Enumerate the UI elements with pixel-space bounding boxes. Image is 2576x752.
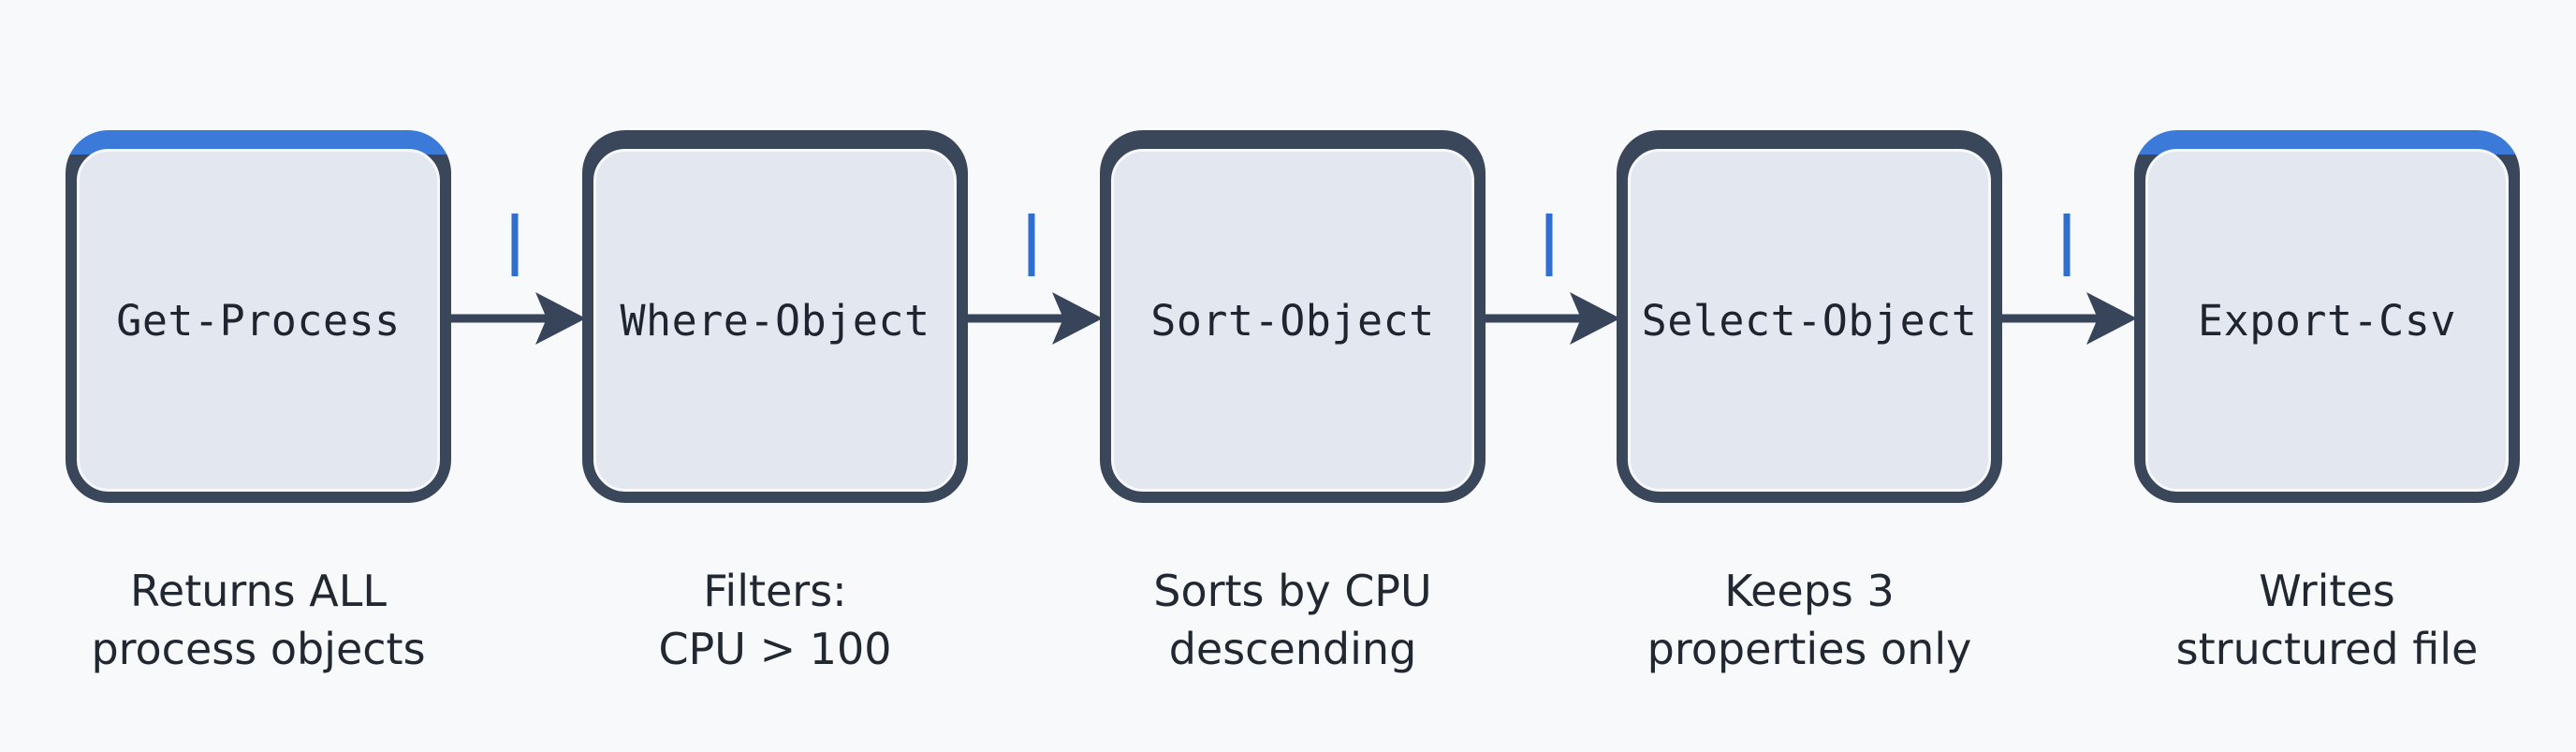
description-line-1: Filters: (703, 566, 847, 616)
connector-4 (2002, 214, 2137, 345)
arrow-head (1052, 292, 1103, 345)
step-description: Writes structured file (2069, 562, 2576, 678)
command-label: Export-Csv (2198, 295, 2456, 346)
description-line-2: process objects (91, 624, 426, 674)
command-box-inner: Export-Csv (2145, 149, 2509, 492)
description-line-2: CPU > 100 (658, 624, 892, 674)
command-box: Get-Process (66, 130, 451, 503)
command-label: Get-Process (116, 295, 401, 346)
command-box: Where-Object (582, 130, 968, 503)
connector-3 (1486, 214, 1620, 345)
command-label: Select-Object (1641, 295, 1978, 346)
description-line-2: properties only (1647, 624, 1972, 674)
step-description: Filters: CPU > 100 (517, 562, 1033, 678)
command-box-inner: Sort-Object (1111, 149, 1474, 492)
description-line-1: Keeps 3 (1724, 566, 1895, 616)
command-box-inner: Select-Object (1628, 149, 1991, 492)
description-line-1: Writes (2259, 566, 2395, 616)
command-label: Where-Object (620, 295, 930, 346)
command-box-inner: Get-Process (77, 149, 440, 492)
step-description: Keeps 3 properties only (1551, 562, 2068, 678)
arrow-head (1570, 292, 1620, 345)
description-line-1: Returns ALL (130, 566, 387, 616)
connector-2 (968, 214, 1103, 345)
step-description: Returns ALL process objects (0, 562, 517, 678)
step-description: Sorts by CPU descending (1034, 562, 1551, 678)
command-box: Select-Object (1617, 130, 2002, 503)
command-label: Sort-Object (1150, 295, 1435, 346)
description-line-2: descending (1168, 624, 1417, 674)
command-box: Sort-Object (1100, 130, 1486, 503)
command-box: Export-Csv (2134, 130, 2520, 503)
description-line-1: Sorts by CPU (1153, 566, 1432, 616)
connector-1 (451, 214, 586, 345)
command-box-inner: Where-Object (593, 149, 957, 492)
arrow-head (535, 292, 586, 345)
description-line-2: structured file (2175, 624, 2479, 674)
arrow-head (2086, 292, 2137, 345)
